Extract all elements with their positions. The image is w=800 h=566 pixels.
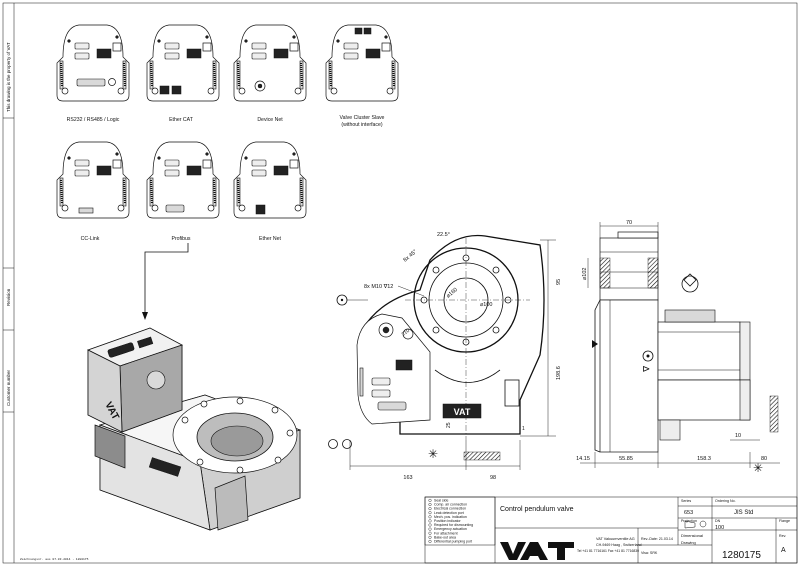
- drawing-label: Drawing: [681, 540, 696, 545]
- company-phone: Tel +41 81 7716161 Fax +41 81 7716830: [577, 549, 639, 553]
- drawing-title: Control pendulum valve: [500, 506, 574, 513]
- rev-value: A: [781, 547, 786, 554]
- dim-10: 10: [735, 433, 741, 439]
- dim-22-5: 22.5°: [437, 232, 450, 238]
- label-devicenet: Device Net: [257, 117, 283, 123]
- legend-symbol-icon: [428, 515, 432, 519]
- property-note: This drawing is the property of VAT: [6, 42, 11, 112]
- svg-text:✳: ✳: [428, 447, 438, 461]
- legend-item: Bake-out area: [434, 535, 456, 539]
- rev-date: Rev.-Date: 21.03.14: [641, 537, 673, 541]
- footer-note: Zeichnungsnr. aus 07.03.2014 · 1280175: [20, 557, 89, 561]
- side-view: ✳ ⊳: [592, 231, 779, 475]
- dim-dia-102: ⌀102: [582, 268, 588, 281]
- series-label: Series: [681, 499, 691, 503]
- side-dimensions: 70 ⌀102 14.15 55.85 158.3 80 10: [576, 220, 780, 468]
- dim-25: 25: [446, 422, 452, 428]
- label-profibus: Profibus: [171, 236, 190, 242]
- dim-1: 1: [522, 426, 525, 432]
- rev-label: Rev.: [779, 534, 786, 538]
- label-ethernet: Ether Net: [259, 236, 281, 242]
- drawing-number: 1280175: [722, 550, 761, 561]
- thread-note: 8x M10 ∇12: [364, 283, 393, 290]
- dim-210: 210: [401, 328, 411, 338]
- view-cclink: CC-Link: [56, 141, 130, 242]
- legend: [424, 496, 496, 546]
- legend-symbol-icon: [428, 535, 432, 539]
- dim-14-15: 14.15: [576, 456, 590, 462]
- legend-item: For attachment: [434, 531, 458, 535]
- view-cluster: Valve Cluster Slave (without interface): [325, 24, 399, 128]
- legend-item: Required for dismounting: [434, 523, 473, 527]
- legend-symbol-icon: [428, 519, 432, 523]
- dim-8x45: 8x 45°: [402, 249, 418, 264]
- legend-item: Electrical connection: [434, 507, 466, 511]
- dim-70: 70: [626, 220, 632, 226]
- ordering-label: Ordering No.: [715, 499, 736, 503]
- dim-55-85: 55.85: [619, 456, 633, 462]
- dim-98: 98: [490, 475, 496, 481]
- dn-label: DN: [715, 519, 721, 523]
- dim-158-3: 158.3: [697, 456, 711, 462]
- legend-item: Seal side: [434, 499, 448, 503]
- view-devicenet: Device Net: [233, 24, 307, 123]
- legend-symbol-icon: [428, 523, 432, 527]
- dn-value: 100: [715, 525, 724, 531]
- legend-symbol-icon: [428, 531, 432, 535]
- legend-item: Differential pumping port: [434, 540, 472, 544]
- projection-label: Projection: [681, 519, 697, 523]
- customer-number-label: Customer number: [6, 369, 11, 406]
- legend-symbol-icon: [428, 507, 432, 511]
- legend-item: Leak detection port: [434, 511, 464, 515]
- svg-text:✳: ✳: [753, 461, 763, 475]
- label-cluster-1: Valve Cluster Slave: [340, 115, 385, 121]
- view-ethercat: Ether CAT: [146, 24, 220, 123]
- label-cclink: CC-Link: [81, 236, 100, 242]
- legend-symbol-icon: [428, 511, 432, 515]
- svg-text:⊳: ⊳: [642, 364, 650, 375]
- legend-item: Emergency actuation: [434, 527, 467, 531]
- isometric-view: VAT: [86, 327, 302, 531]
- ordering-value: JIS Std: [734, 510, 753, 516]
- dim-dia-100: ⌀100: [480, 302, 493, 308]
- profibus-leader-arrow: [144, 243, 189, 318]
- legend-symbol-icon: [428, 498, 432, 502]
- visa: Visa: SRK: [641, 551, 658, 555]
- legend-symbol-icon: [428, 503, 432, 507]
- revision-label: Revision: [6, 288, 11, 306]
- company-name: VAT Vakuumventile AG: [596, 537, 635, 541]
- label-ethercat: Ether CAT: [169, 117, 194, 123]
- view-profibus: Profibus: [146, 141, 220, 242]
- view-rs232: RS232 / RS485 / Logic: [56, 24, 130, 123]
- label-cluster-2: (without interface): [341, 122, 383, 128]
- title-block: Series 653 Ordering No. JIS Std Projecti…: [424, 496, 798, 564]
- label-rs232: RS232 / RS485 / Logic: [67, 117, 120, 123]
- view-ethernet: Ether Net: [233, 141, 307, 242]
- svg-text:VAT: VAT: [454, 407, 471, 417]
- legend-item: Comp. air connection: [434, 503, 467, 507]
- company-address: CH-9469 Haag , Switzerland: [596, 543, 642, 547]
- dimensional-label: Dimensional: [681, 533, 703, 538]
- dim-95: 95: [556, 279, 562, 285]
- legend-item: Position indicator: [434, 519, 461, 523]
- dim-163: 163: [403, 475, 412, 481]
- legend-symbol-icon: [428, 527, 432, 531]
- front-view: VAT ✳: [328, 234, 545, 461]
- legend-symbol-icon: [428, 539, 432, 543]
- legend-item: Mech. pos. indication: [434, 515, 467, 519]
- series-value: 653: [684, 510, 693, 516]
- dim-198-6: 198.6: [556, 366, 562, 380]
- dim-80: 80: [761, 456, 767, 462]
- vat-logo: [500, 542, 574, 560]
- flange-label: Flange: [779, 519, 790, 523]
